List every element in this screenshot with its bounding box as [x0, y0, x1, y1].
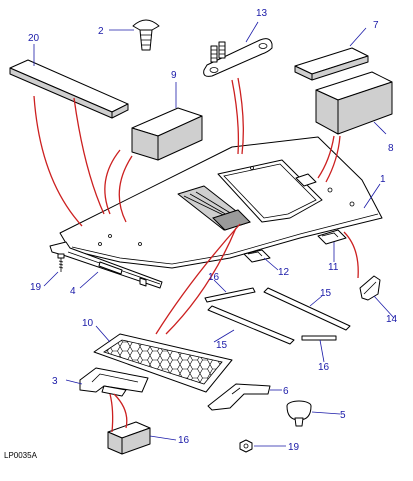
callout-11: 11 [328, 262, 339, 273]
part-18-block [107, 421, 151, 455]
part-7-pad [294, 47, 369, 81]
callout-7: 7 [373, 20, 379, 31]
headlining-panel [59, 136, 383, 269]
callout-20: 19 [30, 282, 42, 293]
part-5-knob [286, 400, 312, 427]
callout-8: 8 [388, 143, 394, 154]
callout-16-lower: 16 [318, 362, 330, 373]
callout-15-upper: 15 [320, 288, 332, 299]
attachment-lines [33, 77, 359, 433]
part-16-seal-lower [301, 335, 337, 341]
callout-19: 19 [288, 442, 300, 453]
callout-16-upper: 16 [208, 272, 220, 283]
part-20-screw [57, 253, 65, 272]
part-14-bracket [359, 275, 381, 301]
part-11-clip [317, 229, 347, 245]
callout-13: 13 [256, 8, 268, 19]
part-4-front-rail [49, 241, 163, 289]
callout-12: 12 [278, 267, 290, 278]
part-3-frame [79, 367, 149, 397]
callout-1: 1 [380, 174, 386, 185]
part-12-clip [243, 249, 271, 263]
callout-3: 3 [52, 376, 58, 387]
part-15-seal-upper [263, 287, 351, 331]
part-16-seal-upper [204, 287, 256, 303]
reference-code: LP0035A [4, 451, 38, 460]
callout-17: 20 [28, 33, 40, 44]
callout-labels: 20 2 13 7 9 8 1 12 11 16 15 14 15 16 4 1… [28, 8, 398, 453]
callout-15-lower: 15 [216, 340, 228, 351]
part-19-nut [239, 439, 253, 453]
callout-10: 10 [82, 318, 94, 329]
callout-9: 9 [171, 70, 177, 81]
part-13-handle-bracket [203, 38, 273, 77]
callout-2: 2 [98, 26, 104, 37]
part-9-insulation-block [131, 107, 203, 161]
part-6-bracket [207, 383, 271, 411]
callout-18: 16 [178, 435, 190, 446]
part-8-insulation-block [315, 71, 393, 135]
callout-6: 6 [283, 386, 289, 397]
part-15-seal-lower [207, 305, 295, 345]
part-10-sunroof-blind [93, 333, 233, 393]
leader-lines [33, 21, 395, 447]
callout-4: 4 [70, 286, 76, 297]
callout-14: 14 [386, 314, 398, 325]
part-17-long-trim-bar [9, 59, 129, 119]
part-2-trim-clip [132, 19, 160, 51]
callout-5: 5 [340, 410, 346, 421]
